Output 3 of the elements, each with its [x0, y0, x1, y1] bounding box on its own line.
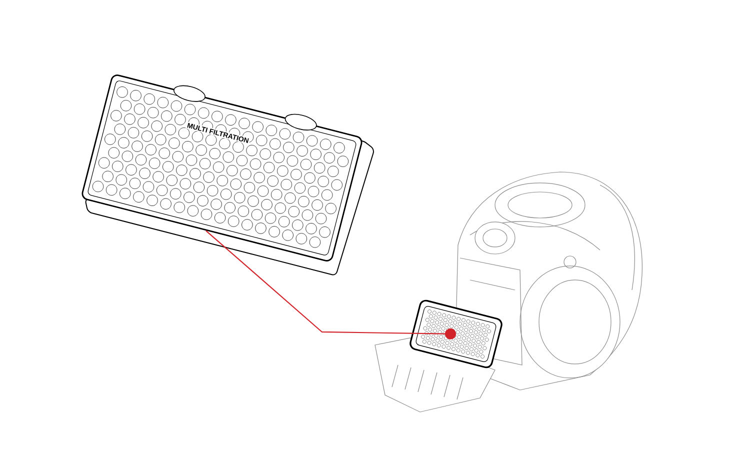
leader-line — [206, 230, 456, 340]
installed-filter-drawing — [416, 306, 496, 362]
filter-drawing — [82, 74, 374, 276]
